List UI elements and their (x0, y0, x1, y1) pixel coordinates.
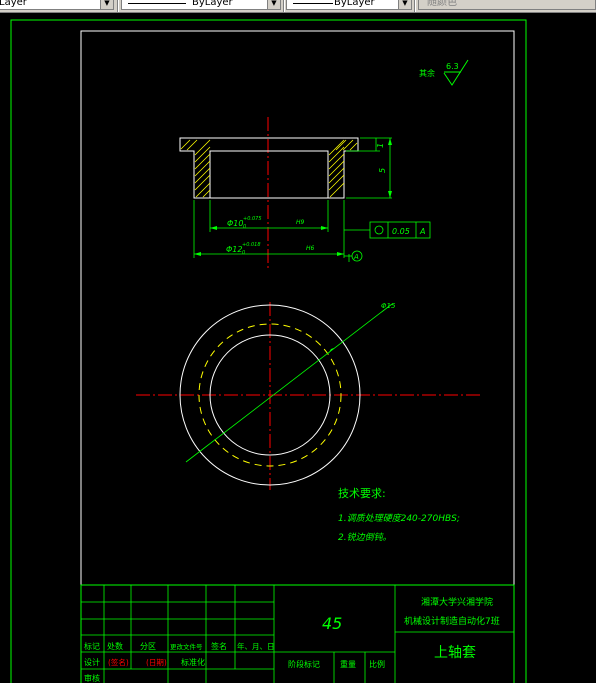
inner-frame-border (80, 30, 515, 683)
dim-outer-tol-lower: 0 (242, 250, 245, 256)
title-block: 45 湘潭大学兴湘学院 机械设计制造自动化7班 上轴套 标记 处数 分区 更改文… (80, 584, 515, 683)
dim-inner-diameter: Φ10 (227, 219, 243, 228)
toolbar-separator (117, 0, 119, 12)
inner-circle (209, 334, 331, 456)
tech-req-title: 技术要求: (338, 487, 386, 500)
roughness-value: 6.3 (446, 62, 459, 71)
plotstyle-dropdown-value: 随颜色 (427, 0, 457, 8)
label-weight: 重量 (340, 659, 356, 669)
label-design: 设计 (84, 657, 100, 667)
tech-req-line1: 1.调质处理硬度240-270HBS; (338, 513, 460, 524)
label-count: 处数 (107, 641, 123, 651)
top-view: Φ15 (136, 302, 482, 490)
label-change-doc: 更改文件号 (170, 642, 203, 651)
sign-placeholder: (签名) (108, 657, 129, 667)
flange-diameter-leader (185, 303, 393, 463)
dimension-lines (193, 137, 392, 262)
lineweight-dropdown[interactable]: ByLayer ▼ (286, 0, 412, 10)
circularity-icon (374, 225, 384, 235)
gdt-frame (369, 221, 431, 239)
dim-flange-diameter: Φ15 (381, 302, 396, 310)
gdt-datum: A (419, 227, 425, 236)
roughness-label: 其余 (419, 68, 435, 78)
dim-inner-tol-upper: +0.075 (243, 216, 262, 222)
label-date: 年、月、日 (237, 641, 275, 651)
hatch-left (180, 139, 211, 198)
dim-inner-fit: H9 (296, 219, 305, 226)
linetype-preview (128, 3, 186, 4)
datum-label: A (353, 253, 359, 261)
outer-circle (179, 304, 361, 486)
label-standard: 标准化 (181, 657, 205, 667)
datum-circle-icon (351, 250, 363, 262)
chevron-down-icon[interactable]: ▼ (267, 0, 280, 9)
part-outline (179, 137, 359, 199)
dim-total-height: 5 (378, 168, 387, 173)
dim-flange-height: 1 (376, 143, 385, 148)
section-view: Φ10 +0.075 0 H9 Φ12 +0.018 0 H6 1 5 0.05… (179, 117, 431, 270)
properties-toolbar: Layer ▼ ByLayer ▼ ByLayer ▼ 随颜色 (0, 0, 596, 13)
school-name: 湘潭大学兴湘学院 (421, 596, 493, 608)
part-name: 上轴套 (434, 645, 476, 661)
roughness-check-icon (443, 59, 469, 86)
hatch-right (328, 139, 358, 198)
dim-inner-tol-lower: 0 (243, 224, 246, 230)
linetype-dropdown-value: ByLayer (192, 0, 233, 8)
label-scale: 比例 (369, 659, 385, 669)
label-stage: 阶段标记 (288, 659, 320, 669)
material-label: 45 (322, 614, 342, 633)
date-placeholder: (日期) (146, 658, 167, 667)
hidden-circle (198, 323, 342, 467)
layer-dropdown-value: Layer (0, 0, 27, 8)
technical-requirements: 技术要求: 1.调质处理硬度240-270HBS; 2.锐边倒钝。 (338, 487, 460, 543)
dim-outer-diameter: Φ12 (226, 245, 242, 254)
toolbar-separator (414, 0, 416, 12)
outer-sheet-border (10, 19, 527, 683)
layer-dropdown[interactable]: Layer ▼ (0, 0, 114, 10)
lineweight-dropdown-value: ByLayer (334, 0, 375, 8)
surface-roughness-symbol: 其余 6.3 (419, 59, 469, 86)
plotstyle-dropdown[interactable]: 随颜色 (418, 0, 596, 10)
label-signature: 签名 (211, 641, 227, 651)
drawing-canvas[interactable]: 其余 6.3 (0, 12, 596, 683)
label-mark: 标记 (84, 641, 100, 651)
dim-outer-fit: H6 (306, 245, 315, 252)
linetype-dropdown[interactable]: ByLayer ▼ (121, 0, 281, 10)
label-zone: 分区 (140, 642, 156, 651)
toolbar-separator (283, 0, 285, 12)
class-name: 机械设计制造自动化7班 (404, 615, 500, 627)
tech-req-line2: 2.锐边倒钝。 (338, 532, 392, 543)
chevron-down-icon[interactable]: ▼ (398, 0, 411, 9)
label-check: 审核 (84, 673, 100, 683)
gdt-tolerance: 0.05 (392, 227, 410, 236)
chevron-down-icon[interactable]: ▼ (100, 0, 113, 9)
dim-outer-tol-upper: +0.018 (242, 242, 261, 248)
lineweight-preview (293, 3, 333, 4)
